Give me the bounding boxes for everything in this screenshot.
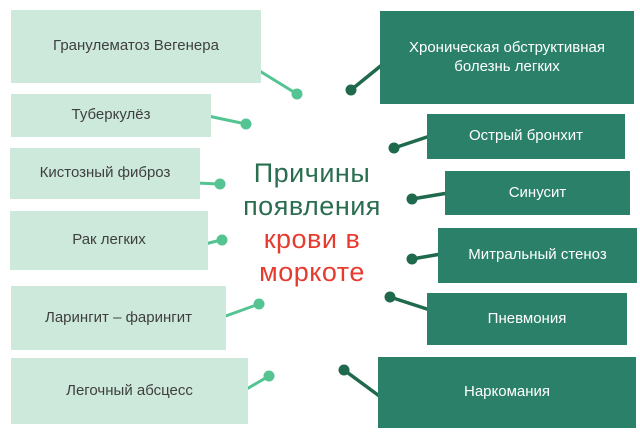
node-lung-abscess: Легочный абсцесс — [11, 358, 248, 424]
node-label: Легочный абсцесс — [66, 381, 193, 399]
node-cystic-fibrosis: Кистозный фиброз — [10, 148, 200, 199]
diagram-title: Причины появления крови в моркоте — [222, 157, 402, 289]
connector-dot — [384, 291, 396, 303]
node-pneumonia: Пневмония — [427, 293, 627, 345]
connector-dot — [406, 193, 418, 205]
connector-dot — [253, 298, 265, 310]
connector-dot — [240, 118, 252, 130]
node-label: Туберкулёз — [71, 106, 151, 124]
node-label: Синусит — [508, 183, 567, 201]
node-label: Наркомания — [463, 383, 551, 401]
connector-dot — [338, 364, 350, 376]
node-label: Острый бронхит — [468, 127, 584, 145]
node-label: Пневмония — [487, 309, 567, 327]
connector-line — [257, 68, 298, 96]
connector-line — [411, 191, 449, 201]
node-copd: Хроническая обструктивная болезнь легких — [380, 11, 634, 104]
node-drug-addiction: Наркомания — [378, 357, 636, 428]
connector-dot — [214, 178, 226, 190]
node-mitral-stenosis: Митральный стеноз — [438, 228, 637, 283]
node-label: Ларингит – фарингит — [45, 308, 192, 326]
connector-dot — [216, 234, 228, 246]
node-label: Митральный стеноз — [468, 246, 607, 264]
diagram-title-green: Причины появления — [243, 158, 381, 221]
connector-line — [222, 302, 260, 319]
connector-line — [342, 368, 384, 400]
node-lung-cancer: Рак легких — [10, 211, 208, 270]
node-wegener-granulomatosis: Гранулематоз Вегенера — [11, 10, 261, 83]
diagram-title-red: крови в моркоте — [259, 224, 365, 287]
node-label: Кистозный фиброз — [39, 164, 171, 182]
connector-dot — [406, 253, 418, 265]
connector-dot — [291, 88, 303, 100]
connector-line — [207, 114, 247, 126]
node-label: Гранулематоз Вегенера — [53, 37, 219, 55]
connector-dot — [388, 142, 400, 154]
node-label: Рак легких — [72, 231, 146, 249]
connector-line — [393, 134, 431, 150]
connector-line — [349, 62, 385, 92]
node-label: Хроническая обструктивная болезнь легких — [408, 38, 606, 75]
connector-dot — [263, 370, 275, 382]
node-laryngitis-pharyngitis: Ларингит – фарингит — [11, 286, 226, 350]
node-tuberculosis: Туберкулёз — [11, 94, 211, 137]
node-acute-bronchitis: Острый бронхит — [427, 114, 625, 159]
connector-line — [389, 295, 431, 312]
connector-dot — [345, 84, 357, 96]
node-sinusitis: Синусит — [445, 171, 630, 215]
